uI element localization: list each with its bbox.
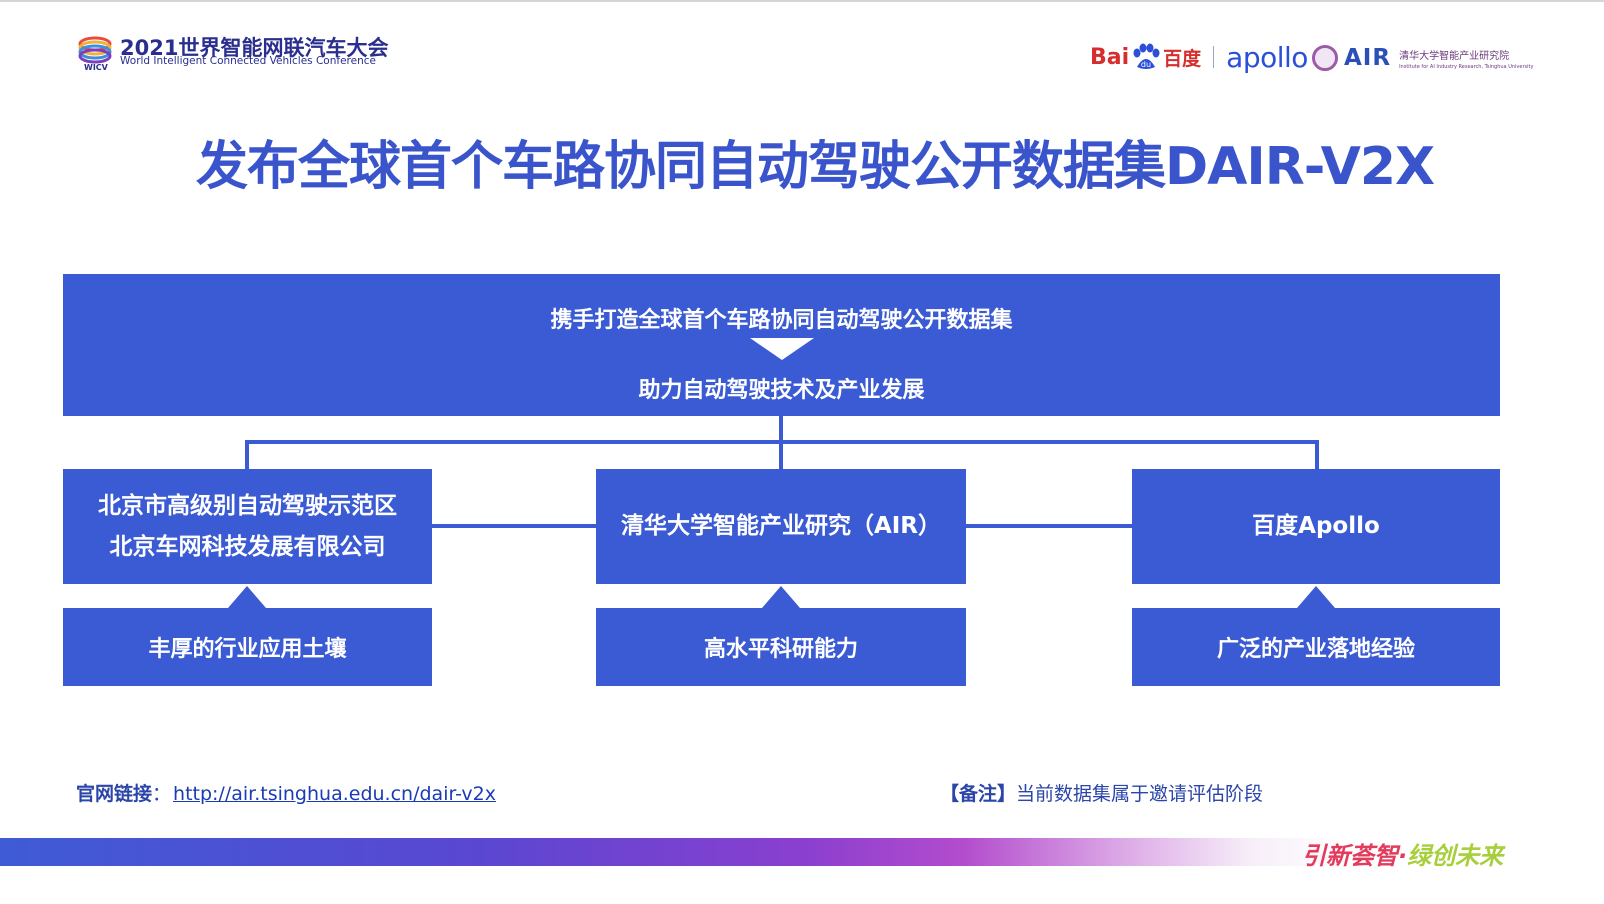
connector-left-middle (432, 524, 596, 528)
conference-subtitle: World Intelligent Connected Vehicles Con… (120, 55, 376, 67)
air-subtitle: 清华大学智能产业研究院 Institute for AI Industry Re… (1399, 47, 1533, 70)
note-label: 【备注】 (940, 783, 1017, 805)
strength-text: 广泛的产业落地经验 (1216, 637, 1415, 662)
top-divider (0, 0, 1604, 2)
partner-name-line1: 百度Apollo (1252, 513, 1380, 539)
connector-left-drop (245, 440, 249, 469)
website-link-row: 官网链接：http://air.tsinghua.edu.cn/dair-v2x (76, 779, 496, 806)
connector-horizontal (245, 440, 1319, 444)
slogan-dot: · (1398, 842, 1408, 870)
air-logo: AIR 清华大学智能产业研究院 Institute for AI Industr… (1312, 42, 1533, 74)
slogan-part-2: 绿创未来 (1407, 842, 1504, 870)
strength-box-beijing: 丰厚的行业应用土壤 (63, 608, 432, 686)
partner-name-line1: 北京市高级别自动驾驶示范区 (98, 492, 397, 519)
slogan: 引新荟智·绿创未来 (1302, 836, 1503, 871)
strength-text: 丰厚的行业应用土壤 (148, 637, 347, 662)
up-triangle-icon (762, 586, 800, 608)
link-separator: ： (152, 783, 172, 805)
footer-gradient-bar (0, 838, 1604, 866)
air-cn-name: 清华大学智能产业研究院 (1399, 50, 1510, 62)
apollo-wordmark: apollo (1226, 40, 1308, 74)
logo-separator (1213, 46, 1215, 68)
air-en-name: Institute for AI Industry Research, Tsin… (1399, 63, 1534, 70)
baidu-paw-text: du (1141, 60, 1151, 69)
link-label: 官网链接 (76, 783, 153, 805)
strength-text: 高水平科研能力 (703, 637, 858, 662)
partner-box-air: 清华大学智能产业研究（AIR） (596, 469, 966, 584)
conference-title: 2021世界智能网联汽车大会 (120, 36, 389, 60)
banner-line-1: 携手打造全球首个车路协同自动驾驶公开数据集 (550, 308, 1013, 333)
strength-box-baidu: 广泛的产业落地经验 (1132, 608, 1500, 686)
baidu-apollo-logo: Bai du 百度 apollo (1090, 40, 1308, 74)
website-link[interactable]: http://air.tsinghua.edu.cn/dair-v2x (173, 783, 496, 805)
partner-name-line2: 北京车网科技发展有限公司 (109, 533, 386, 560)
up-triangle-icon (1297, 586, 1335, 608)
page-title: 发布全球首个车路协同自动驾驶公开数据集DAIR-V2X (196, 137, 1435, 197)
air-wordmark: AIR (1344, 45, 1392, 71)
note-text: 当前数据集属于邀请评估阶段 (1016, 783, 1264, 805)
note-row: 【备注】当前数据集属于邀请评估阶段 (940, 779, 1263, 806)
top-banner: 携手打造全球首个车路协同自动驾驶公开数据集 助力自动驾驶技术及产业发展 (63, 274, 1500, 416)
baidu-paw-icon: du (1133, 43, 1160, 69)
connector-right-drop (1315, 440, 1319, 469)
tsinghua-seal-icon (1312, 45, 1338, 71)
slogan-part-1: 引新荟智 (1302, 842, 1398, 870)
partner-box-baidu: 百度Apollo (1132, 469, 1500, 584)
baidu-latin: Bai (1090, 44, 1130, 70)
partner-box-beijing: 北京市高级别自动驾驶示范区 北京车网科技发展有限公司 (63, 469, 432, 584)
down-arrow-icon (749, 338, 814, 360)
baidu-cn: 百度 (1163, 47, 1202, 70)
conference-mark: WICV (84, 63, 108, 72)
partner-name-line1: 清华大学智能产业研究（AIR） (620, 513, 942, 539)
up-triangle-icon (228, 586, 266, 608)
strength-box-air: 高水平科研能力 (596, 608, 966, 686)
connector-middle-right (966, 524, 1132, 528)
banner-line-2: 助力自动驾驶技术及产业发展 (638, 378, 925, 403)
wicv-logo-icon (78, 36, 112, 64)
